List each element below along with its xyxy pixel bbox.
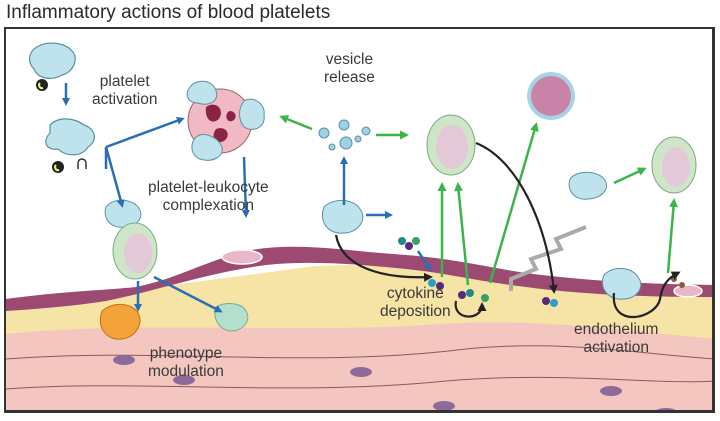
label-line: endothelium (574, 321, 659, 338)
label-line: activation (583, 339, 649, 356)
endothelial-nucleus (221, 249, 263, 265)
endothelium-layer (6, 246, 712, 311)
smooth-muscle-nucleus (600, 386, 622, 396)
smooth-muscle-nucleus (350, 367, 372, 377)
diagram-frame: platelet activation vesicle release plat… (4, 27, 715, 413)
cytokines (398, 237, 685, 307)
label-line: modulation (148, 363, 224, 380)
label-platelet-activation: platelet activation (92, 73, 157, 109)
label-endothelium-activation: endothelium activation (574, 321, 658, 357)
media-layer (6, 319, 712, 410)
label-line: release (324, 69, 375, 86)
label-line: deposition (380, 303, 451, 320)
label-line: phenotype (149, 345, 223, 362)
green-arrows (279, 115, 678, 286)
label-cytokine-deposition: cytokine deposition (380, 285, 451, 321)
endothelial-nucleus (673, 284, 703, 298)
label-line: platelet (99, 73, 150, 90)
blue-arrows (62, 83, 432, 313)
monocyte-platelet-complex (104, 199, 158, 280)
monocyte-right (651, 136, 697, 194)
monocyte (426, 114, 476, 176)
label-phenotype-modulation: phenotype modulation (148, 345, 224, 381)
label-line: activation (92, 91, 158, 108)
activated-platelet (45, 118, 95, 173)
neutrophil-platelet-complex (186, 80, 265, 161)
smooth-muscle-nucleus (173, 375, 195, 385)
label-line: complexation (162, 197, 254, 214)
black-arrows (334, 141, 681, 319)
smooth-muscle-nucleus (656, 408, 676, 410)
figure-title: Inflammatory actions of blood platelets (6, 2, 331, 23)
resting-platelet (28, 42, 76, 91)
label-line: platelet-leukocyte (148, 179, 269, 196)
vesicles (318, 119, 371, 151)
label-line: cytokine (386, 285, 444, 302)
adherent-platelet (322, 200, 364, 234)
smooth-muscle-nucleus (433, 401, 455, 410)
smooth-muscle-nucleus (113, 355, 135, 365)
adherent-platelet-right (602, 268, 642, 300)
floating-platelet (568, 171, 608, 200)
smooth-muscle-cell (100, 303, 249, 340)
diagram-canvas (6, 42, 712, 410)
vessel-wall (6, 246, 712, 410)
lightning-signal (509, 225, 587, 291)
label-platelet-leukocyte-complexation: platelet-leukocyte complexation (148, 179, 269, 215)
lymphocyte (527, 72, 575, 120)
label-vesicle-release: vesicle release (324, 51, 375, 87)
label-line: vesicle (325, 51, 374, 68)
